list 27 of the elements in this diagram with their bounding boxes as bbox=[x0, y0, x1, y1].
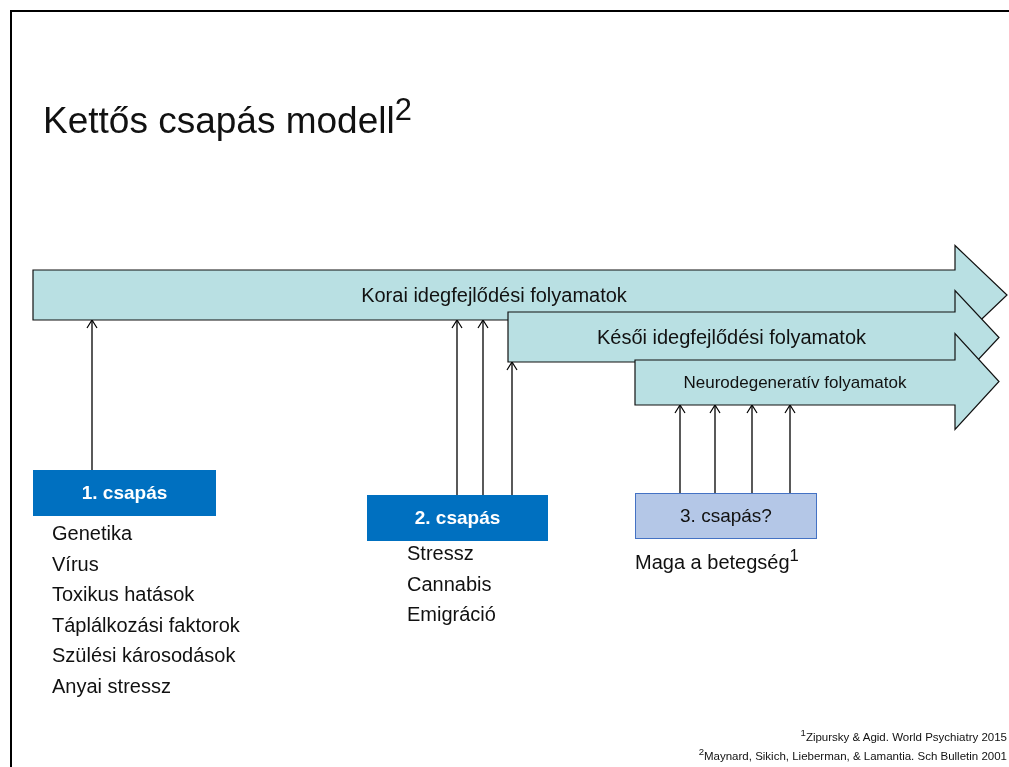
arrow bbox=[451, 319, 463, 496]
arrow-label: Neurodegeneratív folyamatok bbox=[682, 371, 908, 394]
arrow bbox=[746, 404, 758, 494]
slide-title: Kettős csapás modell$^{2}$ bbox=[43, 92, 412, 143]
arrow bbox=[86, 319, 98, 471]
list-item: Genetika bbox=[52, 522, 133, 545]
list-item: Stressz bbox=[407, 542, 474, 565]
list-item: Anyai stressz bbox=[52, 674, 171, 698]
list-item: Vírus bbox=[52, 552, 99, 576]
arrow bbox=[709, 404, 721, 494]
arrow bbox=[477, 319, 489, 496]
list-item: Táplálkozási faktorok bbox=[52, 613, 240, 637]
list-item: Cannabis bbox=[407, 572, 492, 596]
hit-box: 1. csapás bbox=[33, 470, 216, 516]
reference-note: $^{1}$Zipursky & Agid. World Psychiatry 2015 bbox=[800, 727, 1007, 743]
arrow bbox=[506, 361, 518, 496]
reference-note: $^{2}$Maynard, Sikich, Lieberman, & Lamantia. Sch Bulletin 2001 bbox=[698, 746, 1007, 762]
arrow bbox=[784, 404, 796, 494]
list-item: Maga a betegség$^{1}$ bbox=[635, 546, 799, 574]
hit-box: 2. csapás bbox=[367, 495, 548, 541]
list-item: Szülési károsodások bbox=[52, 644, 236, 667]
hit-box: 3. csapás? bbox=[635, 493, 817, 539]
arrow-label: Késői idegfejlődési folyamatok bbox=[595, 324, 867, 350]
arrow-label: Korai idegfejlődési folyamatok bbox=[360, 282, 628, 308]
list-item: Toxikus hatások bbox=[52, 583, 195, 606]
list-item: Emigráció bbox=[407, 603, 496, 626]
arrow bbox=[674, 404, 686, 494]
